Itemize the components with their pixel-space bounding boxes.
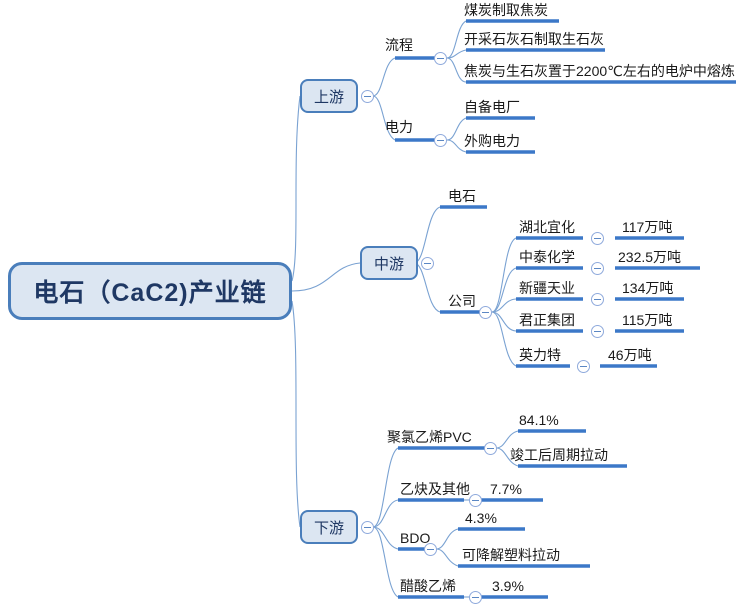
collapse-minus-icon-company-5[interactable] <box>577 360 590 373</box>
connector-pvc-1 <box>495 430 519 449</box>
collapse-minus-icon-power[interactable] <box>434 134 447 147</box>
collapse-minus-icon-upstream[interactable] <box>361 90 374 103</box>
connector-up-process <box>372 57 396 97</box>
collapse-minus-icon-midstream[interactable] <box>421 257 434 270</box>
collapse-minus-icon-companies[interactable] <box>479 306 492 319</box>
node-up-smelting[interactable]: 焦炭与生石灰置于2200℃左右的电炉中熔炼 <box>464 63 735 79</box>
branch-label-downstream: 下游 <box>313 519 344 537</box>
connector-dn-bdo <box>372 526 399 550</box>
node-va-percent[interactable]: 3.9% <box>492 578 524 594</box>
node-up-lime[interactable]: 开采石灰石制取生石灰 <box>464 31 604 47</box>
node-underlines <box>395 19 736 599</box>
collapse-minus-icon-company-4[interactable] <box>591 325 604 338</box>
node-pvc[interactable]: 聚氯乙烯PVC <box>387 429 472 445</box>
node-company-1-value[interactable]: 117万吨 <box>622 219 673 235</box>
branch-node-upstream[interactable]: 上游 <box>300 79 358 113</box>
branch-label-midstream: 中游 <box>373 255 404 273</box>
branch-label-upstream: 上游 <box>313 88 344 106</box>
node-vinylacetate[interactable]: 醋酸乙烯 <box>400 578 456 594</box>
connector-root-downstream <box>291 300 301 528</box>
node-company-2-value[interactable]: 232.5万吨 <box>618 249 682 265</box>
connector-root-midstream <box>291 262 361 292</box>
collapse-minus-icon-company-2[interactable] <box>591 262 604 275</box>
node-company-3-value[interactable]: 134万吨 <box>622 280 674 296</box>
node-pvc-percent[interactable]: 84.1% <box>519 412 559 428</box>
connector-root-upstream <box>291 95 301 282</box>
node-company-5-name[interactable]: 英力特 <box>519 347 561 363</box>
node-acet-percent[interactable]: 7.7% <box>490 481 522 497</box>
node-company-4-value[interactable]: 115万吨 <box>622 312 673 328</box>
connector-dn-va <box>372 526 399 598</box>
collapse-minus-icon-process[interactable] <box>434 52 447 65</box>
connector-co-2 <box>491 267 517 313</box>
node-carbide[interactable]: 电石 <box>448 188 476 204</box>
node-process[interactable]: 流程 <box>385 37 413 53</box>
node-bdo[interactable]: BDO <box>400 530 431 546</box>
branch-node-midstream[interactable]: 中游 <box>360 246 418 280</box>
root-node-label: 电石（CaC2)产业链 <box>33 279 267 307</box>
connector-co-1 <box>491 237 517 313</box>
collapse-minus-icon-pvc[interactable] <box>484 442 497 455</box>
connector-co-4 <box>491 311 517 332</box>
node-company-4-name[interactable]: 君正集团 <box>519 312 575 328</box>
node-company-3-name[interactable]: 新疆天业 <box>519 280 575 296</box>
connector-dn-acet <box>372 499 399 528</box>
node-company-5-value[interactable]: 46万吨 <box>608 347 652 363</box>
node-up-purchased[interactable]: 外购电力 <box>464 133 520 149</box>
node-company-1-name[interactable]: 湖北宜化 <box>519 219 575 235</box>
node-power[interactable]: 电力 <box>385 119 413 135</box>
root-node[interactable]: 电石（CaC2)产业链 <box>8 262 292 320</box>
node-up-coke[interactable]: 煤炭制取焦炭 <box>464 2 548 18</box>
node-acetylene[interactable]: 乙炔及其他 <box>400 481 470 497</box>
node-company-2-name[interactable]: 中泰化学 <box>519 249 575 265</box>
collapse-minus-icon-company-1[interactable] <box>591 232 604 245</box>
node-up-ownplant[interactable]: 自备电厂 <box>464 99 520 115</box>
node-bdo-note[interactable]: 可降解塑料拉动 <box>462 547 560 563</box>
collapse-minus-icon-vinylacetate[interactable] <box>469 591 482 604</box>
connector-co-3 <box>491 298 517 313</box>
connector-proc-2 <box>446 49 467 59</box>
node-bdo-percent[interactable]: 4.3% <box>465 510 497 526</box>
collapse-minus-icon-acetylene[interactable] <box>469 494 482 507</box>
connector-bdo-1 <box>435 528 459 550</box>
connector-dn-pvc <box>372 447 399 528</box>
collapse-minus-icon-downstream[interactable] <box>361 521 374 534</box>
branch-node-downstream[interactable]: 下游 <box>300 510 358 544</box>
collapse-minus-icon-bdo[interactable] <box>424 543 437 556</box>
node-pvc-note[interactable]: 竣工后周期拉动 <box>510 447 608 463</box>
connector-co-5 <box>491 311 517 367</box>
node-companies[interactable]: 公司 <box>448 293 476 309</box>
collapse-minus-icon-company-3[interactable] <box>591 293 604 306</box>
connector-bdo-2 <box>435 548 459 567</box>
